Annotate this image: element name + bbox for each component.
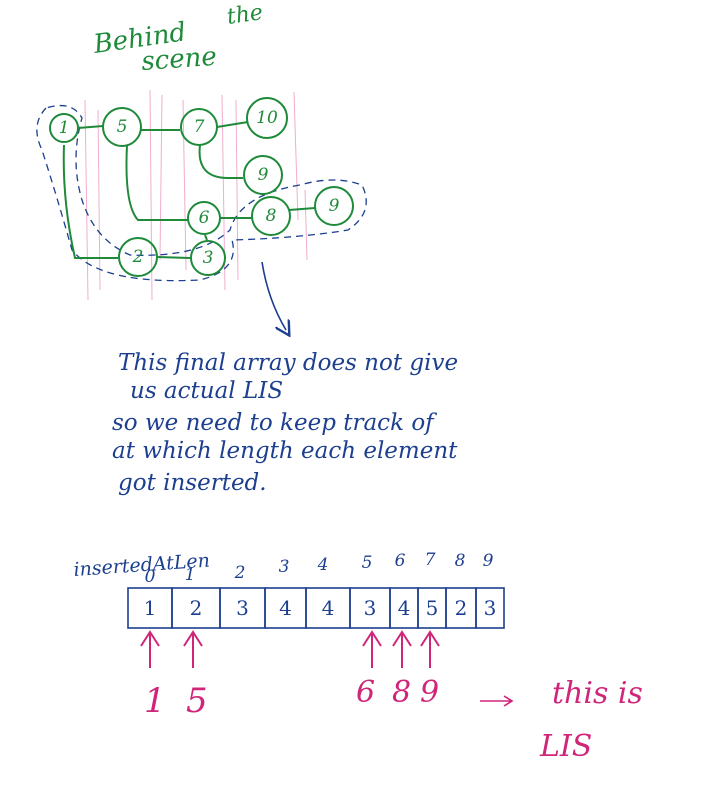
- up-arrow-icon: [420, 630, 440, 668]
- svg-text:3: 3: [484, 596, 497, 620]
- svg-text:5: 5: [426, 596, 439, 620]
- array-index: 4: [317, 555, 329, 575]
- svg-text:1: 1: [59, 118, 70, 138]
- array-index: 1: [185, 565, 196, 585]
- conclusion-arrow: [480, 695, 514, 707]
- lis-value-1: 1: [144, 681, 166, 721]
- node-5: 5: [102, 107, 142, 147]
- title-word-scene: scene: [140, 42, 217, 77]
- lis-value-5: 5: [186, 681, 208, 721]
- svg-text:2: 2: [190, 596, 203, 620]
- node-1: 1: [49, 113, 79, 143]
- svg-text:2: 2: [455, 596, 468, 620]
- note-line-1: This final array does not give: [118, 350, 458, 376]
- svg-text:5: 5: [117, 117, 128, 137]
- svg-text:4: 4: [322, 596, 335, 620]
- svg-text:6: 6: [199, 208, 210, 228]
- conclusion-lis: LIS: [539, 729, 592, 764]
- svg-text:1: 1: [144, 596, 157, 620]
- svg-text:9: 9: [329, 196, 340, 216]
- array-cell: 3: [475, 587, 505, 629]
- array-index: 9: [483, 551, 494, 571]
- svg-text:3: 3: [236, 596, 249, 620]
- array-cell: 4: [264, 587, 307, 629]
- conclusion-this-is: this is: [552, 676, 643, 711]
- svg-text:3: 3: [364, 596, 377, 620]
- array-index: 3: [279, 557, 290, 577]
- array-index: 8: [455, 551, 466, 571]
- node-6: 6: [187, 201, 221, 235]
- node-3: 3: [190, 240, 226, 276]
- graph-nodes: 1 5 7 10 9 6 8 9 2 3: [49, 97, 354, 277]
- array-index: 7: [425, 550, 436, 570]
- svg-text:8: 8: [266, 206, 277, 226]
- svg-text:4: 4: [279, 596, 292, 620]
- node-9-lower: 9: [314, 186, 354, 226]
- lis-values: 1 5 6 8 9: [144, 675, 439, 721]
- svg-text:9: 9: [258, 165, 269, 185]
- array-cell: 1: [127, 587, 173, 629]
- node-2: 2: [118, 237, 158, 277]
- graph-edges: [62, 121, 316, 259]
- note-line-5: got inserted.: [118, 470, 267, 496]
- array-cell: 2: [171, 587, 221, 629]
- lis-value-8: 8: [392, 675, 411, 710]
- array-cell: 4: [305, 587, 351, 629]
- svg-text:7: 7: [194, 117, 205, 137]
- svg-text:10: 10: [256, 108, 278, 128]
- up-arrow-icon: [140, 630, 160, 668]
- pink-guide-lines: [84, 89, 308, 301]
- array-index: 5: [362, 553, 373, 573]
- lis-value-9: 9: [420, 675, 439, 710]
- lis-arrows: [140, 630, 440, 668]
- node-8: 8: [251, 196, 291, 236]
- array-cell: 3: [219, 587, 266, 629]
- up-arrow-icon: [362, 630, 382, 668]
- array-cell: 4: [389, 587, 419, 629]
- array-cell: 5: [417, 587, 447, 629]
- node-7: 7: [180, 108, 218, 146]
- pointer-arrow: [261, 261, 286, 330]
- up-arrow-icon: [392, 630, 412, 668]
- svg-text:3: 3: [203, 248, 214, 268]
- array-cell: 3: [349, 587, 391, 629]
- dashed-outline: [36, 104, 367, 282]
- array-index: 6: [395, 551, 406, 571]
- svg-text:2: 2: [132, 247, 144, 267]
- svg-text:4: 4: [398, 596, 411, 620]
- array-index: 0: [145, 567, 156, 587]
- node-9-upper: 9: [243, 155, 283, 195]
- title-word-the: the: [225, 0, 264, 30]
- up-arrow-icon: [183, 630, 203, 668]
- note-line-2: us actual LIS: [130, 378, 283, 404]
- array-cell: 2: [445, 587, 477, 629]
- array-index: 2: [234, 563, 246, 583]
- note-line-4: at which length each element: [112, 438, 458, 464]
- node-10: 10: [246, 97, 288, 139]
- note-line-3: so we need to keep track of: [112, 410, 437, 436]
- explanation-note: This final array does not give us actual…: [112, 350, 458, 496]
- lis-value-6: 6: [356, 675, 375, 710]
